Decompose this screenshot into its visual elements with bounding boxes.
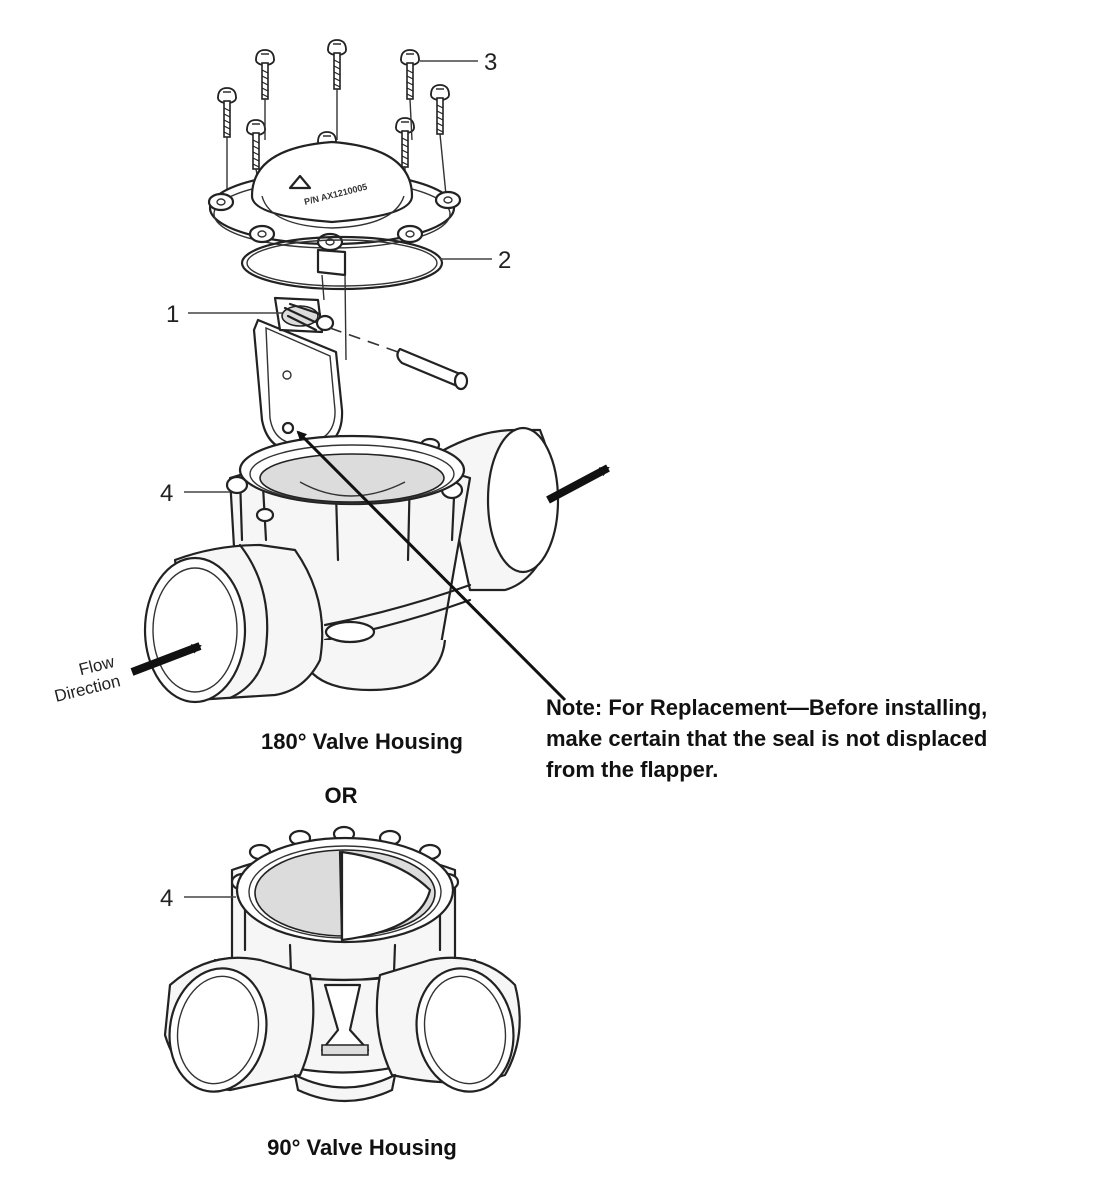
screw-2 bbox=[327, 39, 347, 90]
caption-or: OR bbox=[325, 783, 358, 808]
outlet-flow-arrow bbox=[546, 464, 610, 504]
lid-o-ring bbox=[240, 235, 444, 291]
replacement-note: Note: For Replacement—Before installing,… bbox=[546, 695, 987, 782]
flow-direction-label: Flow Direction bbox=[53, 652, 123, 706]
screw-6 bbox=[246, 119, 266, 170]
callout-2: 2 bbox=[498, 247, 511, 274]
valve-housing-90 bbox=[163, 825, 521, 1103]
caption-180-housing: 180° Valve Housing bbox=[261, 729, 463, 754]
valve-housing-180 bbox=[143, 426, 560, 704]
screw-4 bbox=[217, 87, 237, 138]
callout-1: 1 bbox=[166, 301, 179, 328]
note-line-1: Note: For Replacement—Before installing, bbox=[546, 695, 987, 720]
screw-5 bbox=[430, 84, 450, 135]
caption-90-housing: 90° Valve Housing bbox=[267, 1135, 457, 1160]
valve-lid: P/N AX1210005 bbox=[207, 140, 462, 252]
callout-leaders bbox=[184, 60, 492, 898]
screw-1 bbox=[255, 49, 275, 100]
flapper-assembly bbox=[252, 274, 469, 454]
callout-4-top: 4 bbox=[160, 480, 173, 507]
inlet-flow-arrow bbox=[130, 642, 202, 676]
screw-3 bbox=[400, 49, 420, 100]
note-pointer-arrow bbox=[296, 430, 567, 702]
callout-3: 3 bbox=[484, 49, 497, 76]
callout-4-bottom: 4 bbox=[160, 885, 173, 912]
note-line-3: from the flapper. bbox=[546, 757, 718, 782]
note-line-2: make certain that the seal is not displa… bbox=[546, 726, 987, 751]
